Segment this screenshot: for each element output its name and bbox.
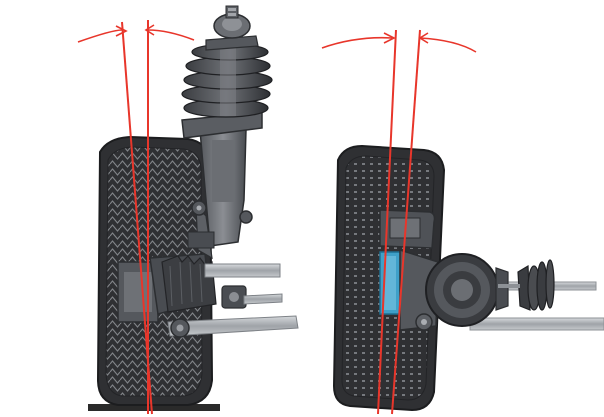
caster-angle-lines <box>377 29 421 415</box>
strut-body <box>181 111 263 260</box>
camber-measurement-arc <box>77 24 195 43</box>
hub-bracket <box>379 209 439 331</box>
wheel-caster-view <box>321 29 604 415</box>
cv-joint-boot <box>425 253 509 327</box>
caster-measurement-arc <box>321 32 477 53</box>
lower-control-arm <box>167 285 299 338</box>
coil-spring <box>181 40 273 118</box>
inner-cv-boot <box>498 259 555 311</box>
camber-angle-lines <box>121 20 153 415</box>
drive-shaft <box>204 263 281 278</box>
rear-axle-shaft <box>469 317 604 331</box>
wheel-camber-view <box>77 5 299 415</box>
ground-plate <box>88 404 220 411</box>
strut-top-mount <box>205 5 259 51</box>
